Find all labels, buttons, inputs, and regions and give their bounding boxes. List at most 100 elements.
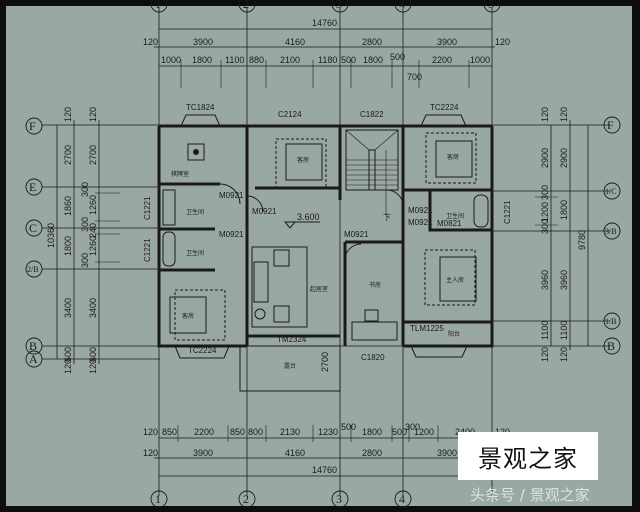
svg-text:600: 600	[63, 347, 73, 362]
bay-window-tc2224-bottom	[174, 345, 230, 359]
svg-text:C1822: C1822	[360, 110, 384, 119]
svg-text:1260: 1260	[88, 195, 98, 215]
svg-text:M0921: M0921	[252, 207, 277, 216]
bottom-dimensions: 120 850 2200 850 800 2130 1230 500 1800 …	[143, 422, 510, 475]
side-table	[254, 308, 266, 320]
svg-text:TLM1225: TLM1225	[410, 324, 444, 333]
svg-text:3: 3	[336, 492, 342, 506]
svg-text:2800: 2800	[362, 448, 382, 458]
left-dimensions: 10360 120 2700 1860 1800 3400 600 120 12…	[46, 107, 98, 374]
svg-text:下: 下	[383, 213, 391, 222]
svg-text:1800: 1800	[63, 236, 73, 256]
svg-text:2700: 2700	[63, 145, 73, 165]
svg-text:700: 700	[407, 72, 422, 82]
svg-text:300: 300	[540, 185, 550, 200]
svg-text:1860: 1860	[63, 196, 73, 216]
svg-text:3960: 3960	[559, 270, 569, 290]
svg-text:1/B: 1/B	[605, 317, 617, 326]
svg-text:E: E	[29, 180, 36, 194]
axis-labels: 1 2 3 4 5 1 2 3 4 F E C 2/B B A F 1/C 3/…	[27, 0, 617, 506]
svg-text:120: 120	[540, 107, 550, 122]
svg-text:300: 300	[80, 217, 90, 232]
svg-text:卫生间: 卫生间	[186, 208, 204, 216]
svg-text:起居室: 起居室	[310, 285, 328, 293]
wall-west	[157, 126, 247, 348]
watermark-subtitle: 头条号 / 景观之家	[470, 486, 590, 504]
svg-text:C1221: C1221	[143, 238, 152, 262]
svg-text:2130: 2130	[280, 427, 300, 437]
svg-text:500: 500	[341, 422, 356, 432]
axis-bubble-B-left	[25, 337, 43, 355]
svg-text:书房: 书房	[369, 281, 381, 289]
svg-text:120: 120	[559, 107, 569, 122]
svg-text:3900: 3900	[193, 37, 213, 47]
bathtub-2	[473, 194, 489, 228]
axis-bubble-4-bottom	[394, 490, 412, 508]
svg-text:TC2224: TC2224	[430, 103, 459, 112]
annotations: 3.600 下 2700	[297, 212, 391, 372]
armchair-2	[273, 305, 290, 323]
right-dimensions: 120 2900 1800 3960 1100 120 120 2900 300…	[540, 107, 587, 362]
svg-text:卫生间: 卫生间	[446, 212, 464, 220]
bathtub-1	[162, 231, 176, 267]
svg-text:2700: 2700	[88, 145, 98, 165]
wall-bath3	[428, 190, 492, 232]
svg-text:2900: 2900	[559, 148, 569, 168]
svg-text:120: 120	[63, 359, 73, 374]
top-dimensions: 14760 120 120 3900 4160 2800 3900 1000 1…	[143, 18, 510, 82]
svg-text:M0821: M0821	[437, 219, 462, 228]
bed-guest-3-rug	[174, 289, 226, 341]
axis-bubble-A-left	[25, 350, 43, 368]
svg-text:M0921: M0921	[344, 230, 369, 239]
svg-text:阳台: 阳台	[448, 330, 460, 338]
svg-text:120: 120	[495, 37, 510, 47]
door-swing-4	[344, 243, 362, 261]
svg-text:B: B	[29, 339, 37, 353]
room-labels: 棋牌室 客房 客房 客房 卫生间 卫生间 卫生间 起居室 书房 主人房 阳台 露…	[171, 153, 464, 370]
armchair-1	[273, 249, 290, 267]
svg-text:10360: 10360	[46, 223, 56, 248]
svg-text:4: 4	[399, 0, 405, 11]
axis-bubble-1-bottom	[150, 490, 168, 508]
svg-text:850: 850	[230, 427, 245, 437]
bed-guest-2	[435, 140, 473, 178]
svg-text:880: 880	[249, 55, 264, 65]
svg-text:2700: 2700	[320, 352, 330, 372]
svg-text:M0921: M0921	[219, 230, 244, 239]
svg-text:C2124: C2124	[278, 110, 302, 119]
svg-text:1800: 1800	[559, 200, 569, 220]
svg-text:120: 120	[143, 37, 158, 47]
svg-text:14760: 14760	[312, 18, 337, 28]
svg-text:2/B: 2/B	[27, 265, 39, 274]
svg-text:1000: 1000	[161, 55, 181, 65]
svg-text:120: 120	[63, 107, 73, 122]
svg-text:3/B: 3/B	[605, 227, 617, 236]
chess-table	[187, 143, 205, 161]
svg-text:主人房: 主人房	[446, 276, 464, 284]
door-swing-1	[219, 183, 241, 205]
svg-text:M0921: M0921	[219, 191, 244, 200]
svg-text:120: 120	[559, 347, 569, 362]
svg-text:卫生间: 卫生间	[186, 249, 204, 257]
svg-text:F: F	[607, 118, 614, 132]
svg-text:3960: 3960	[540, 270, 550, 290]
svg-text:5: 5	[488, 0, 494, 11]
axis-bubble-2B-left	[25, 260, 43, 278]
bay-window-master	[410, 345, 468, 358]
door-swing-3	[386, 189, 404, 207]
svg-text:1: 1	[155, 492, 161, 506]
svg-text:120: 120	[143, 427, 158, 437]
axis-bubble-3B-right	[603, 222, 621, 240]
svg-text:1100: 1100	[559, 321, 569, 340]
svg-text:14760: 14760	[312, 465, 337, 475]
bed-master-rug	[424, 249, 476, 306]
svg-text:1200: 1200	[540, 202, 550, 222]
svg-text:1000: 1000	[470, 55, 490, 65]
svg-text:4160: 4160	[285, 448, 305, 458]
shower	[162, 189, 176, 226]
svg-text:1: 1	[155, 0, 161, 11]
svg-text:300: 300	[80, 182, 90, 197]
svg-text:1230: 1230	[318, 427, 338, 437]
svg-text:3900: 3900	[193, 448, 213, 458]
